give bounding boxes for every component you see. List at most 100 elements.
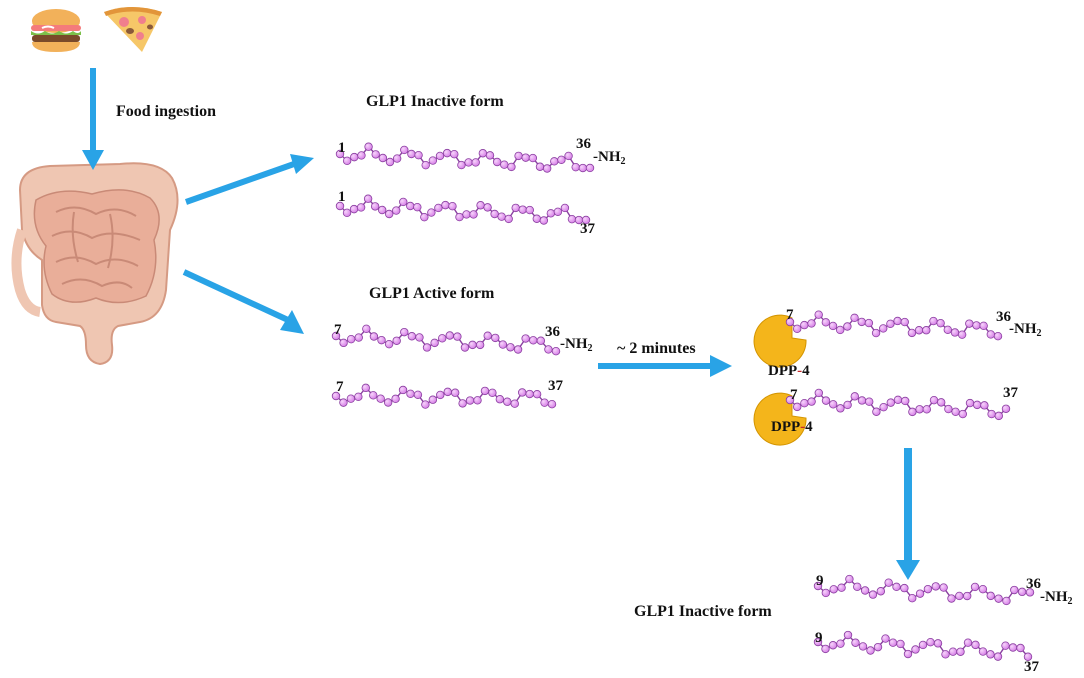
- amino-acid-bead: [458, 399, 467, 408]
- amino-acid-bead: [364, 142, 373, 151]
- amino-acid-bead: [354, 333, 363, 342]
- amino-acid-bead: [540, 398, 549, 407]
- residue-end-label: 36: [576, 136, 591, 152]
- amino-acid-bead: [922, 405, 931, 414]
- amino-acid-bead: [843, 322, 852, 331]
- amino-acid-bead: [908, 593, 917, 603]
- to-active-form-arrow: [182, 269, 304, 334]
- amino-acid-bead: [413, 202, 422, 212]
- amino-acid-bead: [510, 399, 519, 408]
- dpp4-enzyme-icon: [753, 392, 807, 446]
- amino-acid-bead: [936, 318, 945, 328]
- amino-acid-bead: [529, 336, 538, 345]
- amino-acid-bead: [361, 383, 370, 393]
- amino-acid-bead: [813, 581, 823, 591]
- amino-acid-bead: [362, 324, 371, 334]
- amino-acid-bead: [926, 637, 935, 647]
- amino-acid-bead: [513, 345, 523, 354]
- amino-acid-bead: [371, 150, 380, 159]
- amino-acid-bead: [342, 156, 352, 166]
- peptide-chain: [785, 310, 1003, 341]
- amino-acid-bead: [377, 205, 387, 215]
- amino-acid-bead: [947, 594, 956, 603]
- amino-acid-bead: [821, 318, 831, 327]
- amino-acid-bead: [560, 203, 570, 213]
- amino-acid-bead: [356, 203, 366, 212]
- amino-acid-bead: [553, 207, 563, 216]
- amino-acid-bead: [370, 202, 380, 211]
- amino-acid-bead: [400, 327, 409, 337]
- amino-acid-bead: [908, 407, 917, 417]
- residue-end-label: 36: [545, 324, 560, 340]
- amino-acid-bead: [369, 391, 378, 400]
- amino-acid-bead: [931, 582, 940, 591]
- amino-acid-bead: [392, 206, 401, 215]
- amino-acid-bead: [475, 340, 485, 350]
- amino-acid-bead: [339, 398, 348, 407]
- amino-acid-bead: [892, 582, 901, 592]
- amino-acid-bead: [378, 153, 388, 163]
- amino-acid-bead: [485, 151, 495, 160]
- hamburger-icon: [31, 9, 81, 52]
- amino-acid-bead: [955, 591, 964, 601]
- amino-acid-bead: [807, 319, 816, 328]
- amino-acid-bead: [571, 162, 580, 172]
- amino-acid-bead: [507, 162, 516, 172]
- amino-acid-bead: [986, 330, 996, 339]
- amino-acid-bead: [893, 395, 903, 405]
- amino-acid-bead: [850, 392, 859, 401]
- amino-acid-bead: [845, 574, 854, 584]
- residue-end-label: 37: [580, 221, 595, 237]
- amino-acid-bead: [860, 586, 870, 595]
- peptide-chain: [335, 194, 591, 225]
- amino-acid-bead: [853, 582, 862, 592]
- amino-acid-bead: [857, 396, 867, 405]
- amino-acid-bead: [965, 319, 974, 328]
- amino-acid-bead: [793, 402, 802, 412]
- amino-acid-bead: [435, 151, 445, 161]
- amide-group-label: -NH2: [560, 336, 593, 354]
- amino-acid-bead: [900, 317, 909, 327]
- amino-acid-bead: [567, 214, 577, 224]
- amino-acid-bead: [948, 647, 958, 656]
- amino-acid-bead: [546, 209, 556, 218]
- amino-acid-bead: [986, 650, 995, 659]
- amino-acid-bead: [349, 204, 359, 214]
- amide-group-label: -NH2: [1040, 589, 1073, 607]
- amino-acid-bead: [421, 160, 430, 170]
- amino-acid-bead: [933, 639, 943, 648]
- amino-acid-bead: [923, 584, 933, 594]
- amino-acid-bead: [900, 583, 909, 593]
- amino-acid-bead: [843, 630, 853, 640]
- amino-acid-bead: [956, 647, 965, 656]
- amino-acid-bead: [972, 321, 981, 330]
- amino-acid-bead: [521, 334, 530, 343]
- amino-acid-bead: [406, 389, 415, 399]
- amino-acid-bead: [886, 319, 895, 329]
- peptide-chain: [331, 324, 561, 356]
- amino-acid-bead: [1008, 643, 1018, 652]
- amino-acid-bead: [490, 209, 499, 219]
- amino-acid-bead: [578, 163, 588, 173]
- amino-acid-bead: [430, 338, 439, 348]
- amino-acid-bead: [800, 399, 809, 408]
- amino-acid-bead: [414, 150, 423, 160]
- peptide-chain: [813, 574, 1035, 606]
- amino-acid-bead: [346, 334, 356, 344]
- amino-acid-bead: [478, 149, 488, 158]
- amino-acid-bead: [441, 200, 450, 210]
- to-inactive-form-arrow: [185, 154, 314, 205]
- amino-acid-bead: [973, 400, 982, 410]
- amino-acid-bead: [342, 208, 352, 218]
- amino-acid-bead: [438, 334, 447, 343]
- amino-acid-bead: [450, 150, 459, 159]
- inactive-form-title-2: GLP1 Inactive form: [634, 603, 772, 620]
- amino-acid-bead: [876, 587, 886, 596]
- amino-acid-bead: [879, 402, 888, 412]
- peptide-chain: [813, 630, 1033, 661]
- amino-acid-bead: [864, 318, 874, 328]
- amino-acid-bead: [473, 396, 482, 405]
- residue-end-label: 36: [996, 309, 1011, 325]
- amino-acid-bead: [901, 396, 910, 406]
- inactive-form-title: GLP1 Inactive form: [366, 93, 504, 110]
